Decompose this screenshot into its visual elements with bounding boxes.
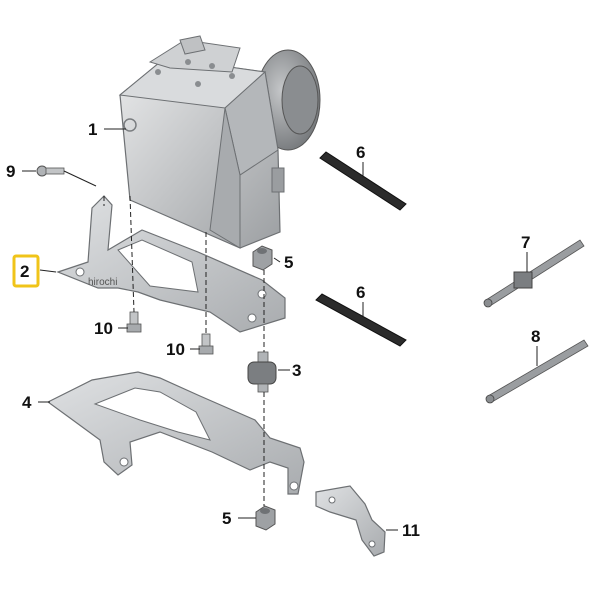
callout-9[interactable]: 9 — [6, 162, 15, 181]
callout-numbers: 1 9 2 5 6 6 7 8 10 10 3 4 5 11 — [6, 120, 540, 540]
callout-11[interactable]: 11 — [402, 521, 420, 540]
bolt-10-left — [126, 311, 142, 333]
nut-5-upper — [252, 245, 273, 271]
callout-2[interactable]: 2 — [20, 262, 29, 281]
watermark-text: hirochi — [88, 277, 117, 288]
bolt-9 — [36, 165, 97, 187]
bracket-11 — [315, 485, 386, 557]
callout-6-upper[interactable]: 6 — [356, 143, 365, 162]
foam-strip-6-upper — [319, 151, 407, 211]
alignment-lines — [103, 195, 265, 506]
callout-5-lower[interactable]: 5 — [222, 509, 231, 528]
callout-8[interactable]: 8 — [531, 327, 540, 346]
foam-strip-6-lower — [315, 293, 407, 347]
callout-1[interactable]: 1 — [88, 120, 97, 139]
callout-7[interactable]: 7 — [521, 233, 530, 252]
callout-5-upper[interactable]: 5 — [284, 253, 293, 272]
callout-10-left[interactable]: 10 — [94, 319, 113, 338]
bolt-10-right — [198, 333, 214, 355]
callout-10-right[interactable]: 10 — [166, 340, 185, 359]
cable-tie-7 — [483, 239, 585, 308]
cable-tie-8 — [485, 339, 589, 404]
bracket-2 — [56, 195, 286, 333]
highlight-box — [12, 254, 40, 288]
callout-3[interactable]: 3 — [292, 361, 301, 380]
callout-4[interactable]: 4 — [22, 393, 32, 412]
rubber-mount-3 — [247, 351, 277, 393]
abs-unit — [118, 35, 321, 249]
leader-lines — [22, 128, 538, 531]
callout-6-lower[interactable]: 6 — [356, 283, 365, 302]
nut-5-lower — [255, 505, 276, 531]
bracket-4 — [46, 371, 305, 495]
